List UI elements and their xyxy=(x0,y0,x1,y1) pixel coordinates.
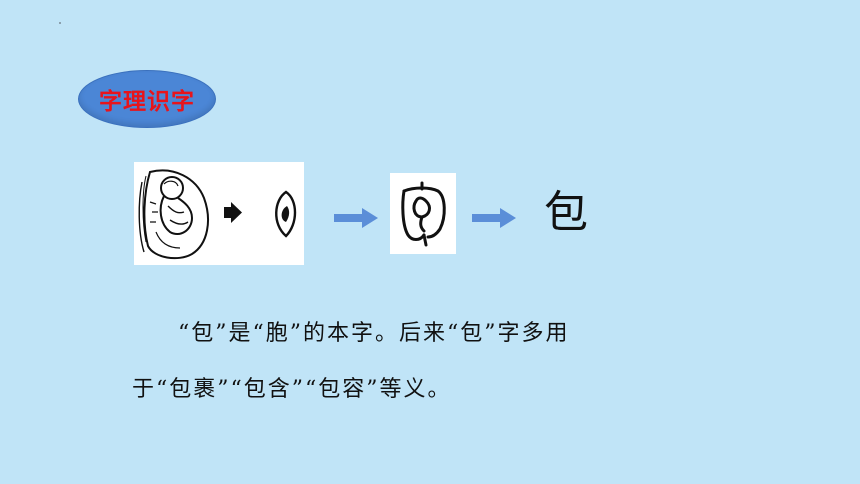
oracle-glyph-icon xyxy=(275,190,297,238)
blue-arrow-icon xyxy=(472,208,516,228)
dot-mark xyxy=(59,22,61,24)
black-arrow-icon xyxy=(224,202,242,223)
seal-glyph-box xyxy=(390,173,456,254)
section-badge: 字理识字 xyxy=(78,70,216,128)
section-badge-label: 字理识字 xyxy=(99,89,195,115)
fetus-drawing-illustration xyxy=(138,169,297,260)
explanation-paragraph: “包”是“胞”的本字。后来“包”字多用 于“包裹”“包含”“包容”等义。 xyxy=(132,306,772,418)
paragraph-line-2: 于“包裹”“包含”“包容”等义。 xyxy=(132,377,452,402)
evolution-image-panel xyxy=(134,162,304,265)
paragraph-line-1: “包”是“胞”的本字。后来“包”字多用 xyxy=(178,321,570,346)
seal-glyph-icon xyxy=(401,181,446,247)
modern-character: 包 xyxy=(544,187,588,238)
blue-arrow-icon xyxy=(334,208,378,228)
